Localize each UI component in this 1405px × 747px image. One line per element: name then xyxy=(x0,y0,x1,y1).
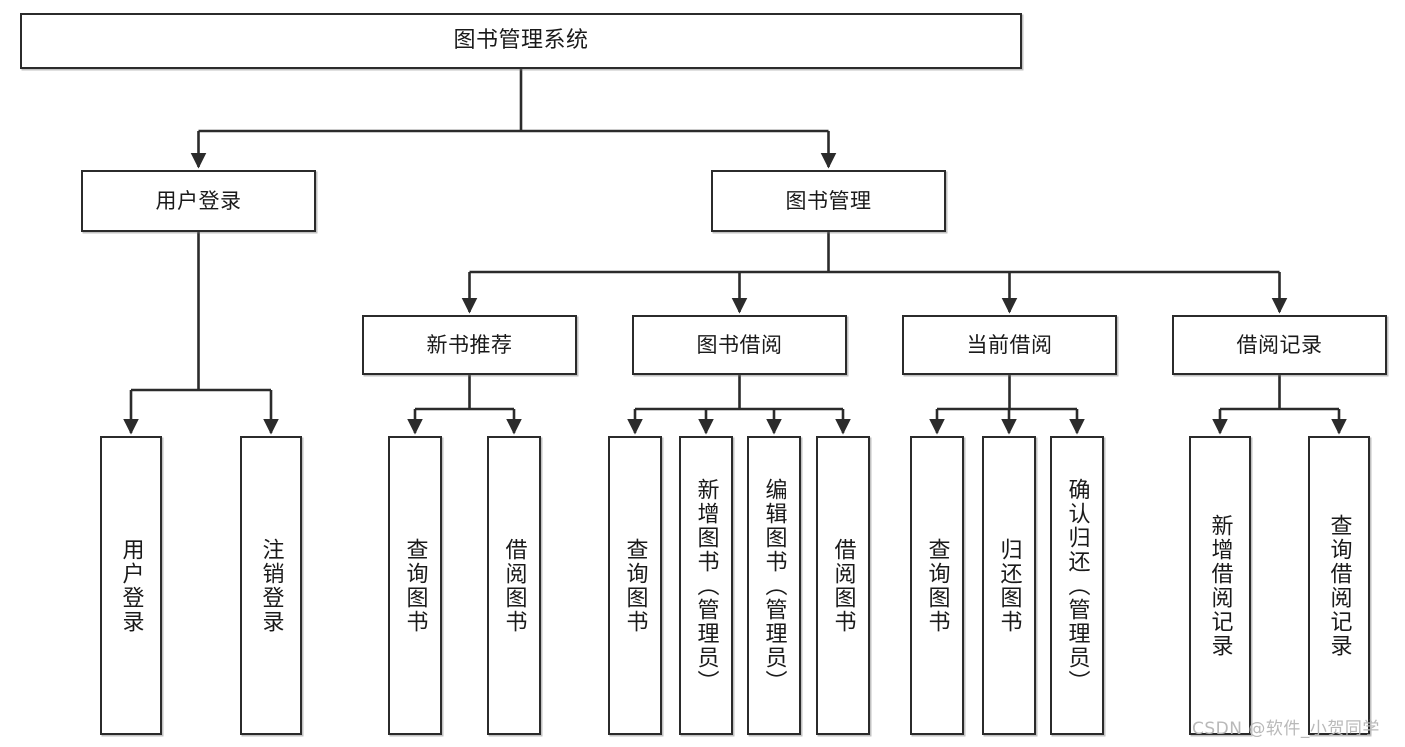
node-label: 当前借阅 xyxy=(966,332,1053,357)
node-leaf-borrow-book-2[interactable]: 借阅图书 xyxy=(816,436,870,735)
node-root[interactable]: 图书管理系统 xyxy=(20,13,1022,69)
node-label: 新增图书（管理员） xyxy=(693,477,719,694)
node-leaf-return-book[interactable]: 归还图书 xyxy=(982,436,1036,735)
node-leaf-query-book-2[interactable]: 查询图书 xyxy=(608,436,662,735)
node-label: 用户登录 xyxy=(118,537,144,634)
node-label: 注销登录 xyxy=(258,537,284,634)
node-leaf-edit-book[interactable]: 编辑图书（管理员） xyxy=(747,436,801,735)
node-leaf-query-book-1[interactable]: 查询图书 xyxy=(388,436,442,735)
node-label: 新增借阅记录 xyxy=(1207,513,1233,658)
node-leaf-user-logout[interactable]: 注销登录 xyxy=(240,436,302,735)
node-label: 借阅图书 xyxy=(830,537,856,634)
node-label: 新书推荐 xyxy=(426,332,513,357)
node-user-login[interactable]: 用户登录 xyxy=(81,170,316,232)
node-label: 归还图书 xyxy=(996,537,1022,634)
node-new-book-rec[interactable]: 新书推荐 xyxy=(362,315,577,375)
node-label: 用户登录 xyxy=(155,188,242,213)
node-borrow-record[interactable]: 借阅记录 xyxy=(1172,315,1387,375)
node-leaf-add-book[interactable]: 新增图书（管理员） xyxy=(679,436,733,735)
node-book-manage[interactable]: 图书管理 xyxy=(711,170,946,232)
node-leaf-query-record[interactable]: 查询借阅记录 xyxy=(1308,436,1370,735)
node-current-borrow[interactable]: 当前借阅 xyxy=(902,315,1117,375)
node-label: 借阅记录 xyxy=(1236,332,1323,357)
node-label: 查询借阅记录 xyxy=(1326,513,1352,658)
node-label: 借阅图书 xyxy=(501,537,527,634)
node-label: 图书借阅 xyxy=(696,332,783,357)
node-book-borrow[interactable]: 图书借阅 xyxy=(632,315,847,375)
node-label: 图书管理系统 xyxy=(453,28,589,54)
watermark-text: CSDN @软件_小贺同学 xyxy=(1192,719,1380,739)
node-label: 图书管理 xyxy=(785,188,872,213)
node-leaf-confirm-return[interactable]: 确认归还（管理员） xyxy=(1050,436,1104,735)
node-leaf-borrow-book-1[interactable]: 借阅图书 xyxy=(487,436,541,735)
node-leaf-query-book-3[interactable]: 查询图书 xyxy=(910,436,964,735)
node-label: 查询图书 xyxy=(924,537,950,634)
node-label: 查询图书 xyxy=(622,537,648,634)
node-label: 查询图书 xyxy=(402,537,428,634)
node-label: 编辑图书（管理员） xyxy=(761,477,787,694)
node-label: 确认归还（管理员） xyxy=(1064,477,1090,694)
node-leaf-user-login[interactable]: 用户登录 xyxy=(100,436,162,735)
node-leaf-add-record[interactable]: 新增借阅记录 xyxy=(1189,436,1251,735)
